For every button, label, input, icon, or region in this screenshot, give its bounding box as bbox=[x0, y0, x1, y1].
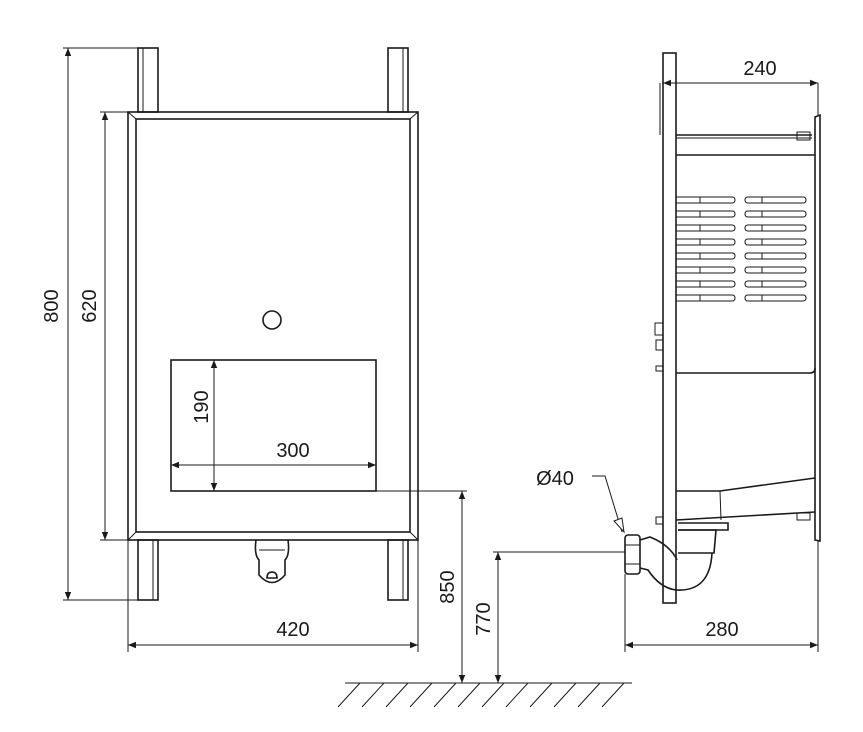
vent-slot bbox=[676, 238, 736, 246]
hatch-line bbox=[457, 682, 481, 708]
dim-drain-height: 770 bbox=[473, 602, 495, 635]
dim-basin-floor-height: 850 bbox=[437, 570, 459, 603]
vent-slot bbox=[744, 252, 807, 260]
vent-slot bbox=[676, 210, 736, 218]
vent-slot bbox=[744, 210, 807, 218]
vent-slot bbox=[744, 238, 807, 246]
vent-slot bbox=[676, 224, 736, 232]
hatch-line bbox=[577, 682, 601, 708]
hatch-line bbox=[409, 682, 433, 708]
front-panel bbox=[127, 111, 419, 541]
vent-slot bbox=[744, 196, 807, 204]
hatch-line bbox=[529, 682, 553, 708]
vent-slot bbox=[676, 266, 736, 274]
mounting-rails bbox=[137, 47, 409, 601]
floor-hatch bbox=[337, 682, 632, 708]
vent-slots bbox=[676, 196, 807, 302]
hatch-line bbox=[337, 682, 361, 708]
hatch-line bbox=[601, 682, 625, 708]
dim-panel-width: 420 bbox=[276, 619, 309, 641]
sensor-circle bbox=[262, 310, 282, 330]
hatch-line bbox=[361, 682, 385, 708]
vent-slot bbox=[744, 280, 807, 288]
hatch-line bbox=[505, 682, 529, 708]
basin-opening bbox=[170, 359, 377, 492]
side-view: 240 280 Ø40 bbox=[536, 52, 821, 652]
front-view: 190 300 620 800 420 850 770 bbox=[41, 47, 632, 708]
dim-panel-height: 620 bbox=[79, 289, 101, 322]
vent-slot bbox=[744, 224, 807, 232]
vent-slot bbox=[676, 252, 736, 260]
dim-total-height: 800 bbox=[41, 289, 63, 322]
vent-slot bbox=[676, 196, 736, 204]
hatch-line bbox=[553, 682, 577, 708]
vent-slot bbox=[744, 266, 807, 274]
dim-drain-diameter: Ø40 bbox=[536, 468, 574, 490]
hatch-line bbox=[385, 682, 409, 708]
dim-basin-height: 190 bbox=[191, 390, 213, 423]
dim-basin-width: 300 bbox=[276, 440, 309, 462]
vent-slot bbox=[744, 294, 807, 302]
vent-slot bbox=[676, 280, 736, 288]
hatch-line bbox=[481, 682, 505, 708]
wall-plate bbox=[662, 52, 677, 604]
front-panel-edge bbox=[814, 113, 821, 542]
vent-slot bbox=[676, 294, 736, 302]
dim-box-depth: 240 bbox=[743, 58, 776, 80]
drain-trap-side bbox=[624, 534, 713, 591]
dim-total-depth: 280 bbox=[705, 619, 738, 641]
hatch-line bbox=[433, 682, 457, 708]
drain-trap-front bbox=[254, 539, 290, 584]
